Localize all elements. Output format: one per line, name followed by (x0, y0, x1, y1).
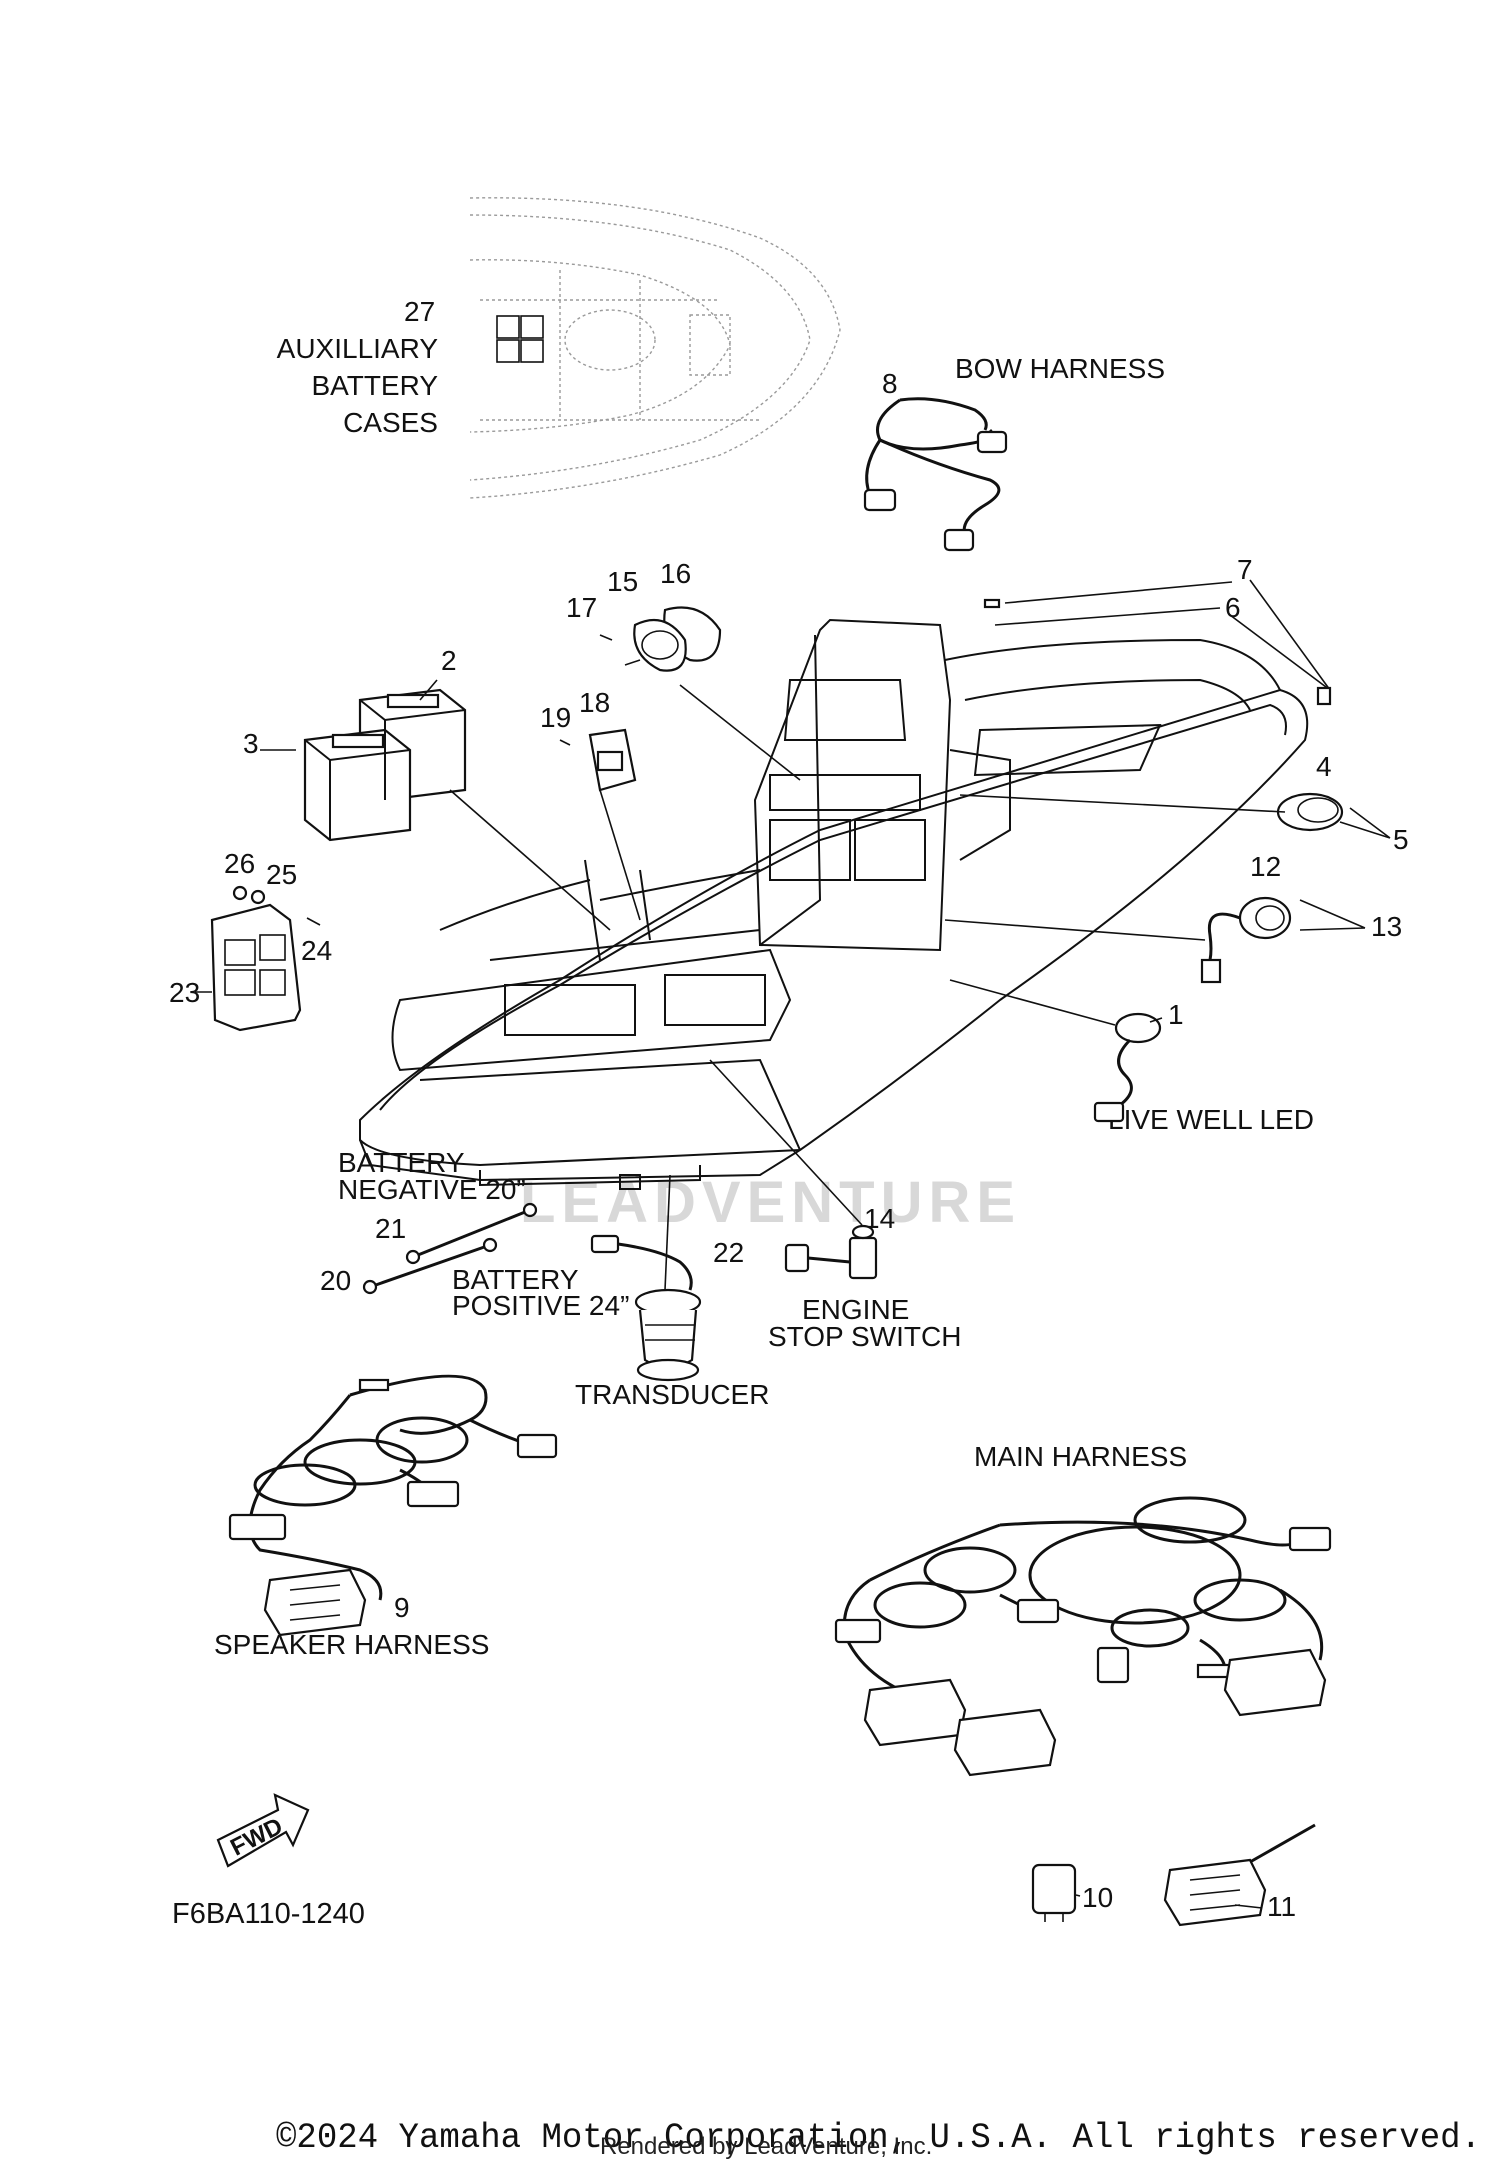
aux-battery-label-2: BATTERY (311, 370, 438, 401)
callout-21: 21 (375, 1213, 406, 1244)
speaker-harness-part-9 (228, 1374, 558, 1637)
aux-battery-label-3: CASES (343, 407, 438, 438)
rendered-by-text: Rendered by LeadVenture, Inc. (600, 2133, 932, 2160)
callout-15: 15 (607, 566, 638, 597)
engine-stop-label-2: STOP SWITCH (768, 1321, 961, 1352)
battery-positive-label-2: POSITIVE 24” (452, 1290, 629, 1321)
copyright-text: ©2024 Yamaha Motor Corporation, U.S.A. A… (276, 2118, 1481, 2158)
callout-3: 3 (243, 728, 259, 759)
live-well-led-label: LIVE WELL LED (1108, 1104, 1314, 1135)
callout-26: 26 (224, 848, 255, 879)
main-harness-part (834, 1496, 1332, 1777)
stop-switch-part-14 (784, 1224, 878, 1280)
callout-10: 10 (1082, 1882, 1113, 1913)
switch-part-18 (588, 728, 637, 792)
callout-8: 8 (882, 368, 898, 399)
screw-part-7 (983, 598, 1332, 706)
callout-1: 1 (1168, 999, 1184, 1030)
relay-part-10 (1031, 1863, 1077, 1922)
fwd-arrow-icon: FWD (216, 1793, 310, 1868)
boat-hull (359, 618, 1309, 1190)
callout-24: 24 (301, 935, 332, 966)
callout-5: 5 (1393, 824, 1409, 855)
aux-battery-label-1: AUXILLIARY (277, 333, 439, 364)
grille-part-15-16 (633, 606, 722, 672)
callout-19: 19 (540, 702, 571, 733)
transducer-part-22 (590, 1234, 702, 1382)
callout-16: 16 (660, 558, 691, 589)
callout-18: 18 (579, 687, 610, 718)
callout-25: 25 (266, 859, 297, 890)
callout-13: 13 (1371, 911, 1402, 942)
connector-part-11 (1163, 1823, 1316, 1927)
callout-27: 27 (404, 296, 435, 327)
callout-7: 7 (1237, 554, 1253, 585)
callout-9: 9 (394, 1592, 410, 1623)
callout-17: 17 (566, 592, 597, 623)
callout-11: 11 (1267, 1891, 1296, 1922)
light-part-12 (1200, 896, 1292, 984)
diagram-code: F6BA110-1240 (172, 1898, 365, 1930)
led-part-1 (1093, 1012, 1162, 1123)
bow-harness-label: BOW HARNESS (955, 353, 1165, 384)
battery-negative-label-1: BATTERY (338, 1147, 465, 1178)
engine-stop-label-1: ENGINE (802, 1294, 909, 1325)
battery-part-2-3 (303, 688, 467, 842)
ghost-hull-drawing (469, 197, 841, 499)
callout-2: 2 (441, 645, 457, 676)
callout-23: 23 (169, 977, 200, 1008)
callout-4: 4 (1316, 751, 1332, 782)
transducer-label: TRANSDUCER (575, 1379, 769, 1410)
callout-6: 6 (1225, 592, 1241, 623)
callout-22: 22 (713, 1237, 744, 1268)
battery-cables-part-20-21 (362, 1202, 538, 1295)
battery-negative-label-2: NEGATIVE 20” (338, 1174, 526, 1205)
bow-harness-part (863, 397, 1008, 552)
callout-20: 20 (320, 1265, 351, 1296)
battery-positive-label-1: BATTERY (452, 1264, 579, 1295)
fuse-box-part-23 (210, 903, 302, 1032)
callout-12: 12 (1250, 851, 1281, 882)
watermark-text: LEADVENTURE (520, 1170, 1021, 1235)
main-harness-label: MAIN HARNESS (974, 1441, 1187, 1472)
speaker-part-4 (1276, 792, 1344, 832)
speaker-harness-label: SPEAKER HARNESS (214, 1629, 489, 1660)
